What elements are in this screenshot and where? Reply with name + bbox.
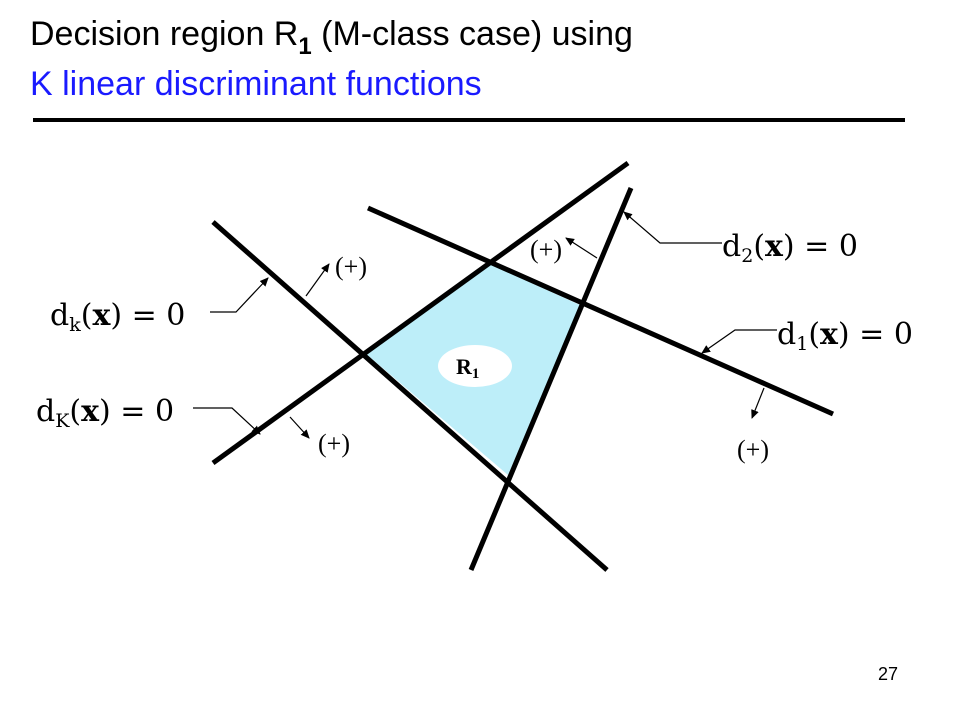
equation-dk: dk(x) = 0	[50, 298, 185, 336]
slide-title-line-2: K linear discriminant functions	[30, 65, 482, 103]
slide-title-line-1: Decision region R1 (M-class case) using	[30, 14, 633, 59]
positive-side-arrows	[289, 237, 765, 439]
plus-arrow-d1-top	[565, 237, 598, 259]
boundary-line-dk	[211, 220, 609, 572]
leader-d1	[701, 329, 777, 354]
plus-arrow-dk	[305, 263, 330, 297]
title-rest: (M-class case) using	[311, 15, 633, 53]
plus-arrow-dK	[289, 416, 310, 439]
boundary-lines	[211, 160, 835, 572]
page-number: 27	[878, 664, 899, 684]
leader-d2	[623, 211, 722, 244]
plus-label-d1: (+)	[737, 435, 769, 464]
plus-label-dk: (+)	[335, 252, 367, 281]
leader-dk	[210, 277, 269, 313]
boundary-line-d2	[468, 187, 634, 571]
title-subscript: 1	[298, 33, 312, 60]
plus-label-d1-top: (+)	[530, 235, 562, 264]
title-main: Decision region R	[30, 15, 299, 53]
boundary-line-d1	[366, 205, 835, 417]
region-label: R1	[456, 354, 479, 382]
equation-dK: dK(x) = 0	[36, 394, 174, 432]
equation-d2: d2(x) = 0	[722, 229, 858, 267]
leader-lines	[193, 211, 777, 435]
title-divider	[33, 118, 905, 122]
plus-arrow-d1	[751, 387, 765, 419]
plus-label-dK: (+)	[318, 429, 350, 458]
equation-d1: d1(x) = 0	[777, 317, 913, 355]
region-label-background	[438, 345, 512, 387]
leader-dK	[193, 407, 261, 435]
boundary-line-dK	[211, 160, 630, 466]
